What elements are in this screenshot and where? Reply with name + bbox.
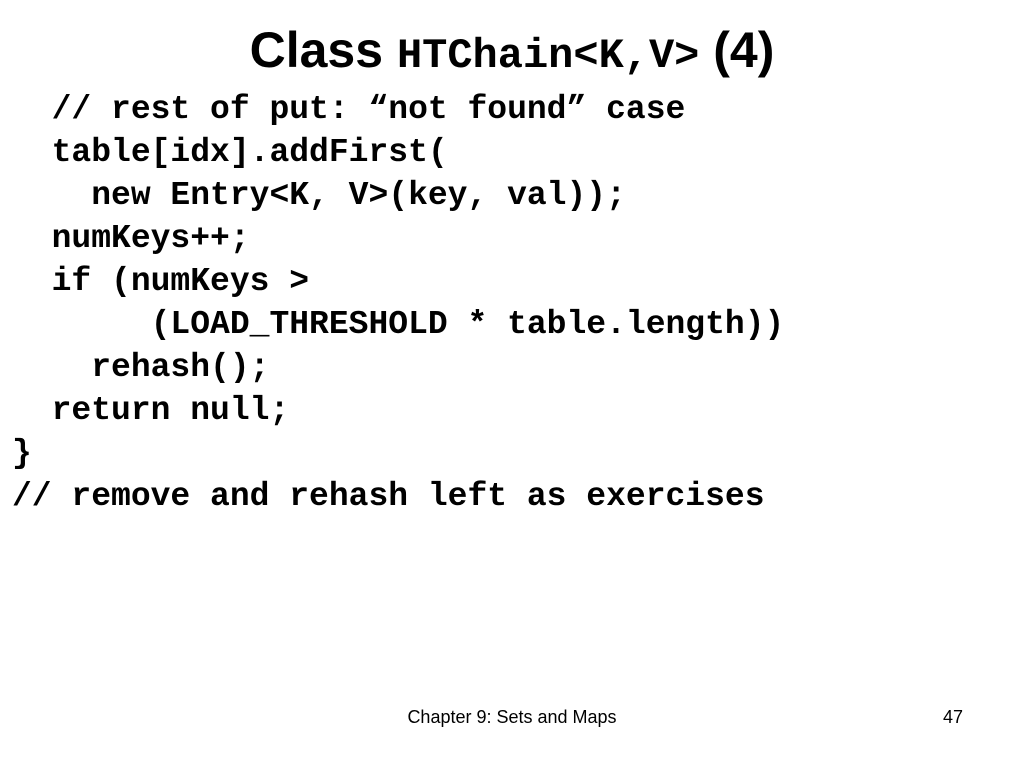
slide-title-suffix: (4) — [699, 22, 775, 78]
code-line: new Entry<K, V>(key, val)); — [12, 177, 626, 214]
page-number: 47 — [942, 707, 963, 727]
code-block: // rest of put: “not found” case table[i… — [12, 88, 784, 518]
slide-title-class-name: HTChain<K,V> — [396, 32, 700, 80]
footer-chapter-label: Chapter 9: Sets and Maps — [407, 707, 617, 727]
code-line: } — [12, 435, 32, 472]
code-line: return null; — [12, 392, 290, 429]
code-line: // remove and rehash left as exercises — [12, 478, 765, 515]
slide-title-prefix: Class — [249, 22, 397, 78]
code-line: rehash(); — [12, 349, 270, 386]
code-line: // rest of put: “not found” case — [12, 91, 686, 128]
slide-title: Class HTChain<K,V> (4) — [0, 18, 1024, 88]
code-line: table[idx].addFirst( — [12, 134, 448, 171]
code-line: numKeys++; — [12, 220, 250, 257]
code-line: (LOAD_THRESHOLD * table.length)) — [12, 306, 785, 343]
code-line: if (numKeys > — [12, 263, 310, 300]
